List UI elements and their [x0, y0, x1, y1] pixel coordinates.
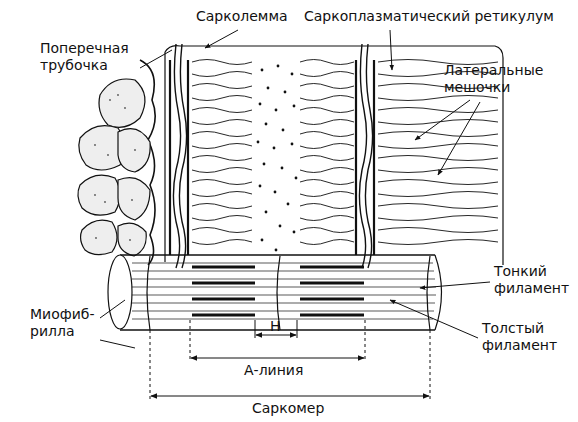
lateral-sacs — [170, 60, 374, 255]
h-zone-dots — [257, 65, 298, 252]
dimension-lines — [150, 320, 430, 400]
structure-label: Тонкий филамент — [494, 263, 576, 297]
transverse-tubules — [173, 44, 372, 268]
block-edge — [164, 52, 165, 262]
dimension-label: Саркомер — [252, 400, 342, 417]
structure-label: Саркоплазматический ретикулум — [304, 8, 564, 25]
structure-label: Сарколемма — [196, 8, 306, 25]
leader-lines — [100, 30, 490, 348]
structure-label: Поперечная трубочка — [40, 40, 150, 74]
sarcolemma-outline — [165, 46, 503, 265]
structure-label: Миофиб- рилла — [30, 306, 102, 340]
dimension-label: А-линия — [244, 362, 324, 379]
structure-label: Толстый филамент — [482, 320, 576, 354]
structure-label: Латеральные мешочки — [444, 62, 564, 96]
myofibril-cross-sections — [78, 60, 155, 265]
dimension-label: Н — [270, 318, 290, 335]
